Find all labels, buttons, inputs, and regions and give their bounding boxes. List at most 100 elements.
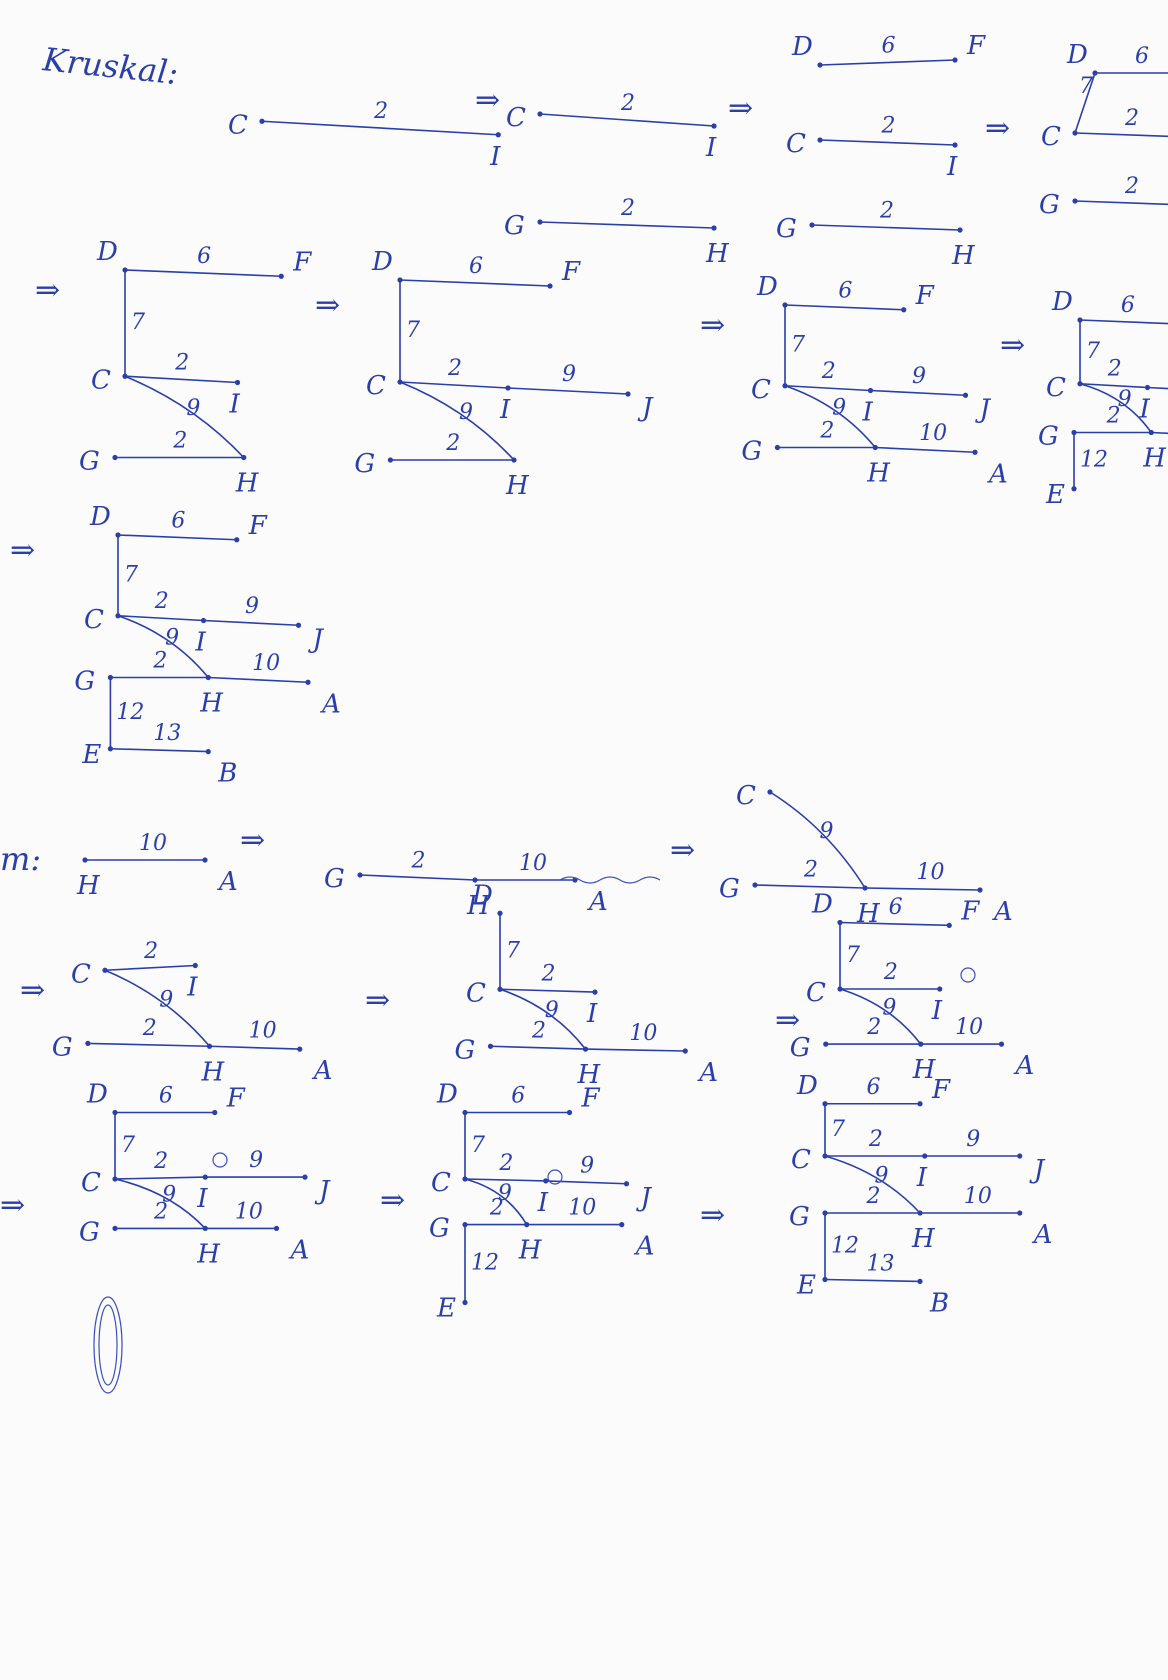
vertex-G — [823, 1041, 829, 1047]
edge-I-J — [544, 1180, 628, 1185]
weight-C-I: 2 — [143, 939, 158, 964]
edge-C-H — [824, 1155, 921, 1214]
weight-D-F: 6 — [1121, 293, 1135, 318]
edge-C-I — [117, 614, 205, 622]
weight-D-C: 7 — [124, 562, 138, 587]
weight-G-H: 2 — [411, 849, 426, 874]
vertex-label-H: H — [577, 1060, 602, 1090]
weight-C-I: 2 — [153, 1149, 168, 1174]
vertex-G — [774, 444, 781, 451]
vertex-F — [901, 307, 907, 313]
vertex-G — [462, 1222, 468, 1228]
vertex-label-C: C — [806, 978, 826, 1008]
vertex-C — [767, 789, 773, 795]
vertex-label-H: H — [76, 871, 101, 901]
vertex-H — [862, 885, 868, 891]
mst-step-diagrams: 2CI22CIGH622DFCIGH6722DFCIGH67292DFCIHG6… — [0, 31, 1168, 1394]
vertex-label-D: D — [796, 1071, 818, 1101]
weight-C-I: 2 — [541, 962, 556, 987]
weight-G-H: 2 — [866, 1015, 881, 1040]
weight-D-C: 7 — [121, 1133, 135, 1158]
vertex-label-H: H — [518, 1236, 543, 1266]
vertex-F — [547, 283, 553, 289]
edge-I-J — [202, 619, 300, 627]
vertex-label-H: H — [199, 689, 224, 719]
weight-H-A: 10 — [519, 851, 547, 876]
edge-H-A — [1150, 431, 1168, 435]
k: 6722DFCIGH — [1039, 40, 1168, 220]
vertex-label-I: I — [946, 152, 958, 182]
vertex-I — [952, 142, 958, 148]
prim-arrow: ⇒ — [670, 833, 695, 868]
edge-D-F — [819, 59, 956, 66]
oval-scribble — [93, 1296, 123, 1394]
weight-D-C: 7 — [791, 332, 805, 357]
vertex-label-C: C — [791, 1145, 811, 1175]
vertex-label-I: I — [931, 996, 943, 1026]
scribble-dot — [960, 967, 976, 983]
weight-G-H: 2 — [866, 1184, 881, 1209]
weight-G-E: 12 — [471, 1251, 499, 1276]
vertex-label-C: C — [228, 110, 248, 140]
edge-D-F — [117, 534, 238, 541]
vertex-D — [122, 267, 128, 273]
edge-C-I — [1074, 132, 1168, 138]
vertex-label-A: A — [987, 459, 1008, 489]
weight-C-H: 9 — [875, 1164, 889, 1189]
vertex-label-C: C — [84, 605, 104, 635]
vertex-label-J: J — [636, 1183, 653, 1213]
kruskal-arrow: ⇒ — [1000, 328, 1025, 363]
weight-C-I: 2 — [154, 589, 169, 614]
weight-D-F: 6 — [889, 895, 903, 920]
vertex-E — [462, 1299, 468, 1306]
prim-arrow: ⇒ — [700, 1198, 725, 1233]
vertex-F — [952, 57, 958, 63]
edge-G-H — [811, 224, 961, 231]
vertex-label-A: A — [289, 1235, 310, 1265]
weight-H-A: 10 — [955, 1015, 983, 1040]
weight-H-A: 10 — [139, 831, 167, 856]
vertex-J — [625, 391, 631, 397]
weight-I-J: 9 — [245, 594, 259, 619]
vertex-G — [112, 1225, 118, 1231]
weight-H-A: 10 — [917, 860, 945, 885]
vertex-label-I: I — [537, 1188, 549, 1218]
vertex-A — [998, 1041, 1005, 1047]
vertex-D — [497, 910, 503, 916]
vertex-label-J: J — [314, 1176, 331, 1206]
vertex-H — [872, 444, 878, 451]
weight-H-A: 10 — [568, 1196, 596, 1221]
vertex-label-C: C — [751, 375, 771, 405]
weight-C-I: 2 — [447, 356, 462, 381]
edge-H-A — [584, 1048, 687, 1052]
vertex-G — [387, 457, 393, 463]
vertex-label-D: D — [371, 247, 393, 277]
vertex-label-B: B — [217, 759, 237, 789]
weight-C-I: 2 — [174, 350, 189, 375]
vertex-H — [82, 857, 88, 863]
vertex-label-B: B — [929, 1288, 949, 1318]
edge-I-J — [869, 389, 967, 397]
weight-D-C: 7 — [506, 938, 520, 963]
vertex-label-E: E — [796, 1271, 816, 1301]
vertex-F — [946, 922, 952, 928]
weight-E-B: 13 — [867, 1251, 895, 1276]
weight-H-A: 10 — [235, 1199, 263, 1224]
vertex-label-C: C — [466, 978, 486, 1008]
weight-H-A: 10 — [964, 1184, 992, 1209]
vertex-label-A: A — [217, 867, 238, 897]
weight-G-H: 2 — [620, 196, 635, 221]
weight-I-J: 9 — [966, 1127, 980, 1152]
kruskal-arrow: ⇒ — [728, 91, 753, 126]
weight-C-H: 9 — [159, 987, 173, 1012]
vertex-C — [102, 967, 108, 973]
weight-D-F: 6 — [867, 1075, 881, 1100]
vertex-H — [202, 1225, 208, 1231]
weight-D-C: 7 — [831, 1117, 845, 1142]
weight-D-C: 7 — [131, 310, 145, 335]
vertex-label-A: A — [992, 897, 1013, 927]
